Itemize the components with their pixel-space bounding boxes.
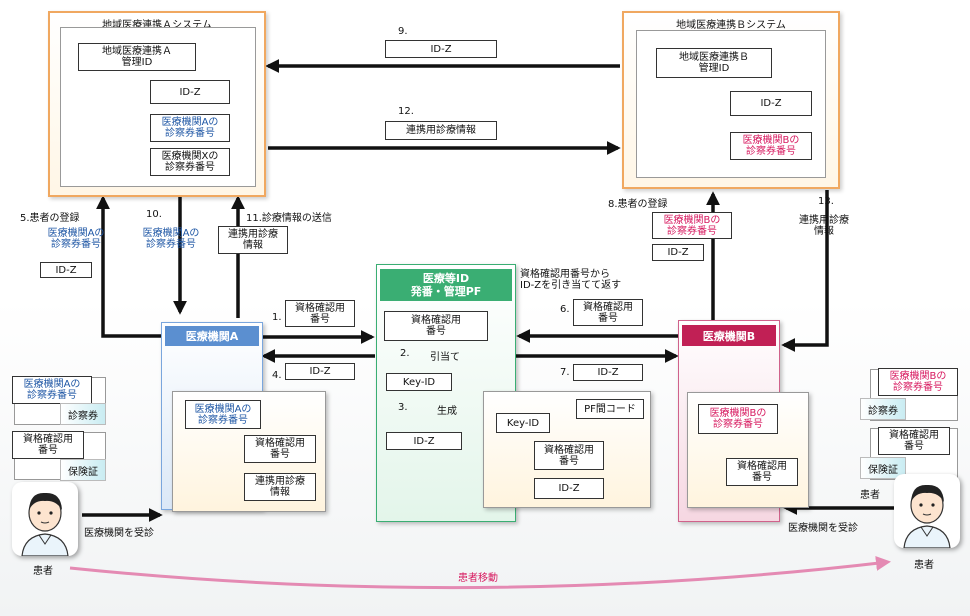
patient-b-avatar: [894, 474, 960, 549]
system-a-mgmt-id: 地域医療連携Ａ 管理ID: [78, 43, 196, 71]
step11-label: 11.診療情報の送信: [246, 213, 332, 224]
step9-box: ID-Z: [385, 40, 497, 58]
step1-box: 資格確認用 番号: [285, 300, 355, 327]
patient-a-qual-label: 資格確認用 番号: [12, 431, 84, 459]
hospital-a-header: 医療機関A: [165, 326, 259, 346]
step5-idz: ID-Z: [40, 262, 92, 278]
step7-box: ID-Z: [573, 364, 643, 381]
person-icon: [21, 492, 69, 557]
step6-box: 資格確認用 番号: [573, 299, 643, 326]
hospital-b-header: 医療機関B: [682, 325, 776, 346]
step10-box: 医療機関Aの 診察券番号: [142, 228, 200, 250]
step2-label: 2.: [400, 348, 410, 359]
patient-b-name-top: 患者: [860, 490, 880, 501]
step8-box: 医療機関Bの 診察券番号: [652, 212, 732, 239]
system-a-card-x: 医療機関Xの 診察券番号: [150, 148, 230, 176]
hospital-b-card: 医療機関Bの 診察券番号: [698, 404, 778, 434]
patient-movement-label: 患者移動: [458, 573, 498, 584]
step12-label: 12.: [398, 106, 414, 117]
system-b-mgmt-id: 地域医療連携Ｂ 管理ID: [656, 48, 772, 78]
pf-panel-idz: ID-Z: [534, 478, 604, 499]
patient-a-name: 患者: [33, 566, 53, 577]
step13-label: 13.: [818, 196, 834, 207]
system-b-idz: ID-Z: [730, 91, 812, 116]
patient-a-avatar: [12, 482, 78, 557]
step3-label: 3.: [398, 402, 408, 413]
system-b-title: 地域医療連携Ｂシステム: [676, 20, 786, 31]
system-a-idz: ID-Z: [150, 80, 230, 104]
step1-label: 1.: [272, 312, 282, 323]
step8-idz: ID-Z: [652, 244, 704, 261]
patient-b-name: 患者: [914, 560, 934, 571]
patient-a-card-label: 医療機関Aの 診察券番号: [12, 376, 92, 404]
patient-a-qual-tag: 保険証: [60, 459, 106, 481]
patient-movement-curve: [69, 555, 891, 590]
arrow-step5: [96, 195, 165, 338]
pf-panel-keyid: Key-ID: [496, 413, 550, 433]
step6-label: 6.: [560, 304, 570, 315]
patient-b-qual-tag: 保険証: [860, 457, 906, 479]
step13-box: 連携用診療 情報: [799, 215, 849, 237]
arrow-step13: [781, 190, 829, 352]
step8-label: 8.患者の登録: [608, 199, 668, 210]
step2-text: 引当て: [430, 352, 460, 363]
patient-b-card-label: 医療機関Bの 診察券番号: [878, 368, 958, 396]
step5-label: 5.患者の登録: [20, 213, 80, 224]
hospital-a-qual: 資格確認用 番号: [244, 435, 316, 463]
patient-a-card-tag: 診察券: [60, 403, 106, 425]
step12-box: 連携用診療情報: [385, 121, 497, 140]
step4-label: 4.: [272, 370, 282, 381]
person-icon: [903, 484, 951, 549]
step7-label: 7.: [560, 367, 570, 378]
pf-qual: 資格確認用 番号: [384, 311, 488, 341]
hospital-a-info: 連携用診療 情報: [244, 473, 316, 501]
hospital-b-qual: 資格確認用 番号: [726, 458, 798, 486]
hospital-a-card: 医療機関Aの 診察券番号: [185, 400, 261, 429]
patient-b-visit: 医療機関を受診: [788, 523, 858, 534]
step10-label: 10.: [146, 209, 162, 220]
patient-a-visit: 医療機関を受診: [84, 528, 154, 539]
patient-b-card-tag: 診察券: [860, 398, 906, 420]
system-a-card-a: 医療機関Aの 診察券番号: [150, 114, 230, 142]
step9-label: 9.: [398, 26, 408, 37]
step6-note: 資格確認用番号から ID-Zを引き当てて返す: [520, 269, 622, 291]
pf-panel-qual: 資格確認用 番号: [534, 441, 604, 470]
pf-header: 医療等ID 発番・管理PF: [380, 269, 512, 301]
pf-panel-pf-code: PF間コード: [576, 399, 644, 419]
patient-b-qual-label: 資格確認用 番号: [878, 427, 950, 455]
step3-text: 生成: [437, 406, 457, 417]
step4-box: ID-Z: [285, 363, 355, 380]
pf-idz: ID-Z: [386, 432, 462, 450]
step5-box: 医療機関Aの 診察券番号: [47, 228, 105, 250]
pf-keyid: Key-ID: [386, 373, 452, 391]
step11-box: 連携用診療 情報: [218, 226, 288, 254]
system-b-card-b: 医療機関Bの 診察券番号: [730, 132, 812, 160]
system-a-title: 地域医療連携Ａシステム: [102, 20, 212, 31]
